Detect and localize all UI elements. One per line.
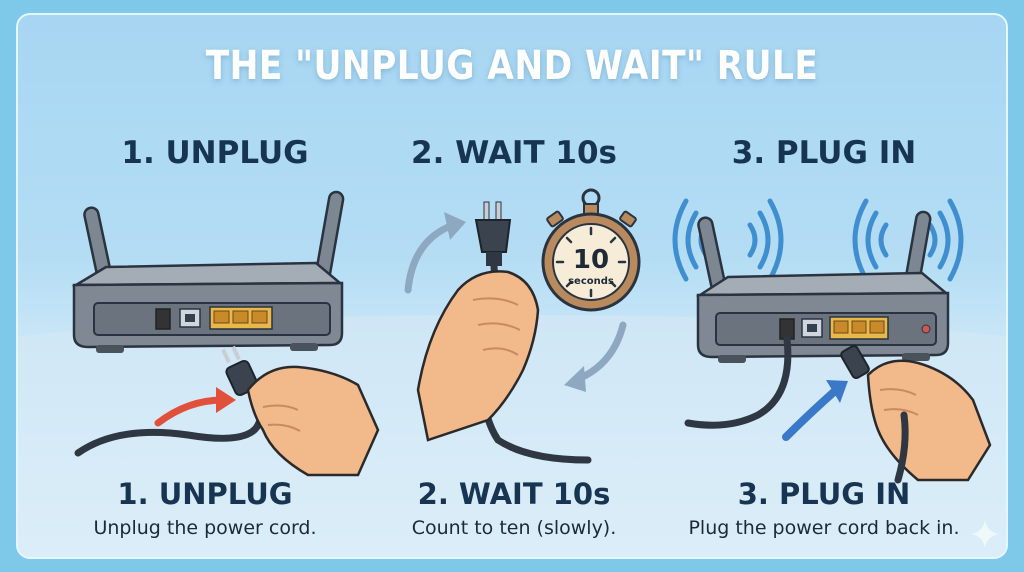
step-2-heading: 2. WAIT 10s [411, 135, 617, 171]
step-1-heading: 1. UNPLUG [121, 135, 309, 171]
router-plug-in-illustration [672, 198, 992, 484]
step-3-caption-heading: 3. PLUG IN [737, 477, 911, 511]
step-1-caption-text: Unplug the power cord. [93, 517, 317, 539]
wifi-waves-right-icon [852, 198, 964, 282]
step-1-caption: 1. UNPLUG Unplug the power cord. [40, 477, 370, 539]
stopwatch-icon: 10 seconds [541, 188, 641, 312]
power-plug-icon [840, 344, 870, 380]
hand-icon [866, 359, 992, 482]
hand-icon [246, 365, 380, 477]
step-3-caption: 3. PLUG IN Plug the power cord back in. [659, 477, 989, 539]
router-icon [71, 190, 345, 353]
page-title: THE "UNPLUG AND WAIT" RULE [205, 43, 819, 89]
arrow-icon [782, 386, 840, 441]
hand-icon [416, 270, 540, 442]
wait-illustration: 10 seconds [404, 188, 641, 464]
router-unplug-illustration [71, 190, 380, 477]
step-2-caption: 2. WAIT 10s Count to ten (slowly). [349, 477, 679, 539]
arrow-icon [154, 396, 227, 427]
step-2-caption-heading: 2. WAIT 10s [417, 477, 611, 511]
step-2-caption-text: Count to ten (slowly). [411, 517, 617, 539]
wifi-waves-left-icon [672, 198, 784, 282]
router-icon [695, 210, 950, 363]
power-cord [684, 335, 792, 429]
sparkle-icon [971, 520, 999, 548]
step-3-caption-text: Plug the power cord back in. [688, 517, 960, 539]
power-plug-icon [474, 201, 512, 266]
timer-unit: seconds [568, 276, 614, 287]
timer-value: 10 [573, 245, 609, 275]
step-3-heading: 3. PLUG IN [731, 135, 917, 171]
curved-arrow-up-icon [404, 221, 457, 294]
step-1-caption-heading: 1. UNPLUG [117, 477, 293, 511]
infographic-card: THE "UNPLUG AND WAIT" RULE 1. UNPLUG 2. … [16, 13, 1008, 559]
